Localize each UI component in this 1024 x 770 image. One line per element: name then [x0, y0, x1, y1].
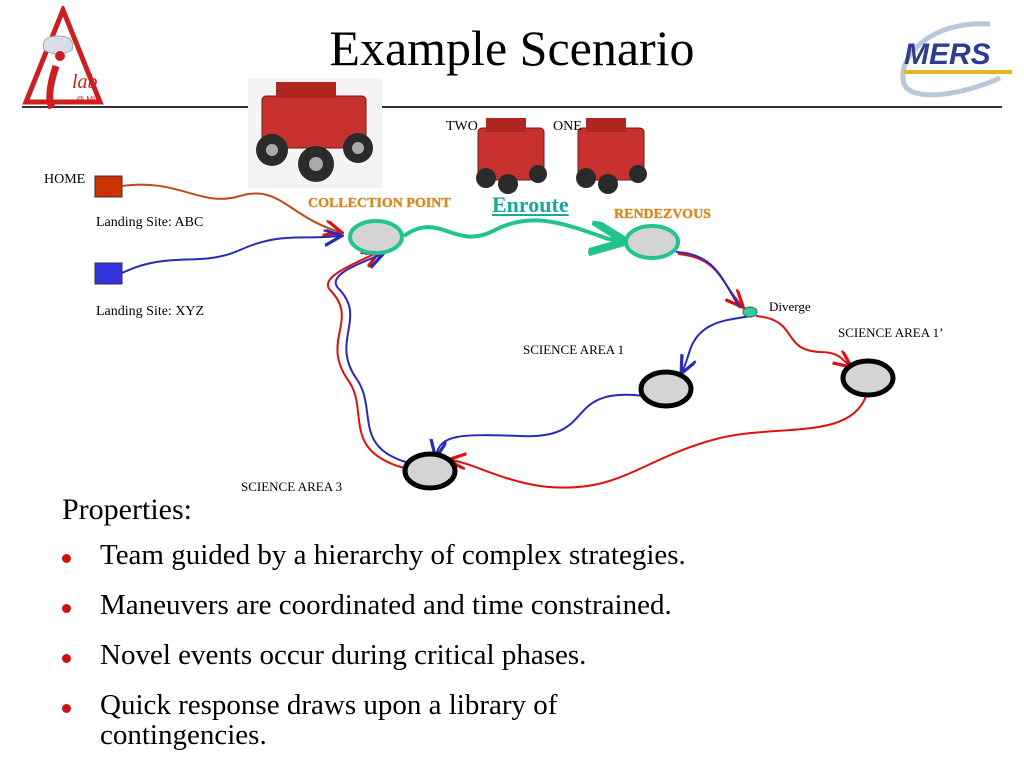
- rendezvous-to-diverge-red: [677, 253, 742, 306]
- science-area-1p-node: [840, 358, 896, 398]
- science-area-1-label: SCIENCE AREA 1: [523, 342, 625, 357]
- slide-title: Example Scenario: [329, 20, 695, 76]
- diverge-to-sa1-path: [682, 315, 751, 372]
- mers-logo: MERS: [900, 21, 1012, 98]
- rendezvous-node: [624, 224, 680, 260]
- diverge-label: Diverge: [769, 299, 811, 314]
- rendezvous-label: RENDEZVOUS: [614, 207, 711, 222]
- enroute-path: [402, 218, 622, 241]
- home-box: [94, 175, 123, 198]
- rover-two-label: TWO: [446, 119, 478, 134]
- science-area-3-node: [402, 451, 458, 491]
- rover-one-label: ONE: [553, 119, 582, 134]
- properties-heading: Properties:: [62, 493, 192, 526]
- ilab-logo: lab @ MIT: [22, 6, 104, 110]
- landing-xyz-box: [94, 262, 123, 285]
- properties-list: Team guided by a hierarchy of complex st…: [62, 540, 962, 770]
- collection-point-node: [348, 219, 404, 255]
- science-area-1p-label: SCIENCE AREA 1’: [838, 325, 944, 340]
- enroute-label: Enroute: [492, 192, 569, 217]
- property-item: Team guided by a hierarchy of complex st…: [62, 540, 962, 570]
- property-item: Novel events occur during critical phase…: [62, 640, 962, 670]
- science-area-3-label: SCIENCE AREA 3: [241, 479, 343, 494]
- rover-one-image: [576, 118, 647, 194]
- large-rover-image: [248, 78, 382, 188]
- ilab-logo-sub: @ MIT: [76, 95, 100, 104]
- diverge-to-sa1p-path: [755, 315, 850, 366]
- landing-site-abc-label: Landing Site: ABC: [96, 215, 204, 230]
- property-item: Maneuvers are coordinated and time const…: [62, 590, 962, 620]
- rover-two-image: [476, 118, 547, 194]
- title-rule: [22, 106, 1002, 108]
- science-area-1-node: [638, 369, 694, 409]
- scenario-diagram: [94, 78, 896, 491]
- diverge-node: [742, 306, 758, 318]
- property-item: Quick response draws upon a library of c…: [62, 690, 660, 750]
- sa1p-to-sa3-path: [450, 395, 867, 489]
- mers-logo-text: MERS: [904, 38, 991, 71]
- landing-site-xyz-label: Landing Site: XYZ: [96, 304, 205, 319]
- ilab-logo-text: lab: [72, 71, 98, 93]
- collection-point-label: COLLECTION POINT: [308, 196, 451, 211]
- home-label: HOME: [44, 172, 86, 187]
- xyz-path: [121, 236, 340, 274]
- sa3-to-collection-red: [326, 252, 405, 469]
- home-path: [121, 183, 340, 232]
- sa3-to-collection-blue: [334, 254, 407, 463]
- sa1-to-sa3-path: [436, 393, 646, 456]
- rendezvous-to-diverge-blue: [675, 251, 741, 309]
